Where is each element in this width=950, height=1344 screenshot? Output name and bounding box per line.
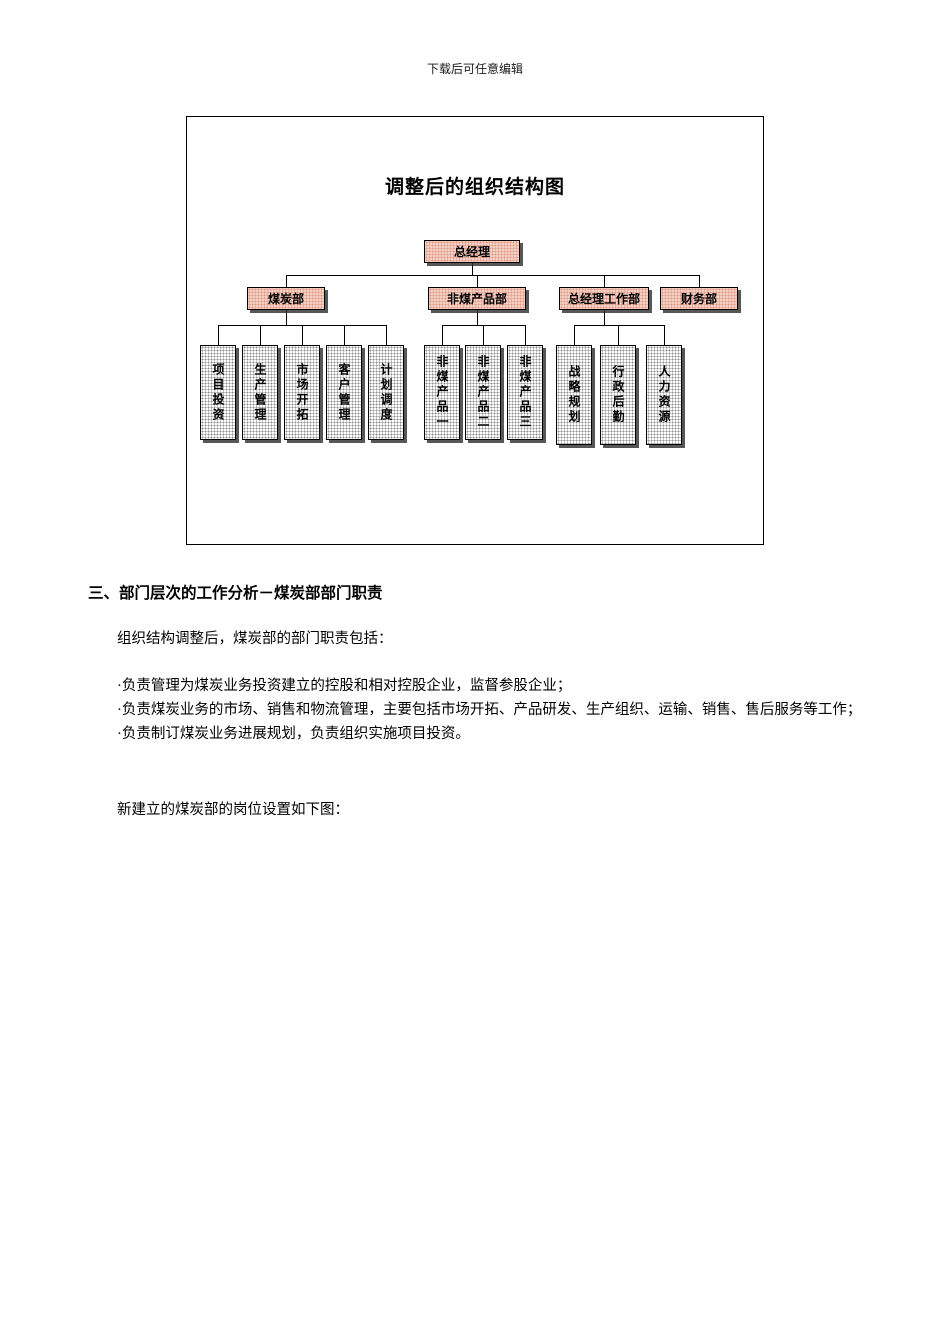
connector-line: [286, 310, 287, 325]
duty-item: ·负责制订煤炭业务进展规划，负责组织实施项目投资。: [117, 726, 470, 742]
connector-line: [218, 325, 387, 326]
org-node-sub-unit: 计划调度: [368, 345, 404, 440]
org-node-noncoal-dept: 非煤产品部: [428, 287, 526, 310]
header-note: 下载后可任意编辑: [426, 62, 523, 76]
connector-line: [477, 310, 478, 325]
org-node-general-manager: 总经理: [424, 240, 520, 263]
connector-line: [386, 326, 387, 345]
org-chart-title: 调整后的组织结构图: [384, 177, 565, 198]
org-node-sub-unit: 客户管理: [326, 345, 362, 440]
org-chart-frame: [186, 116, 764, 545]
connector-line: [525, 326, 526, 345]
org-node-finance-dept: 财务部: [660, 287, 738, 310]
connector-line: [442, 325, 526, 326]
connector-line: [477, 276, 478, 287]
section-intro: 组织结构调整后，煤炭部的部门职责包括：: [117, 631, 393, 647]
org-node-sub-unit: 非煤产品二: [465, 345, 501, 440]
org-node-sub-unit: 非煤产品一: [424, 345, 460, 440]
connector-line: [260, 326, 261, 345]
org-node-coal-dept: 煤炭部: [247, 287, 325, 310]
org-node-gm-office-dept: 总经理工作部: [559, 287, 649, 310]
connector-line: [286, 275, 700, 276]
connector-line: [618, 326, 619, 345]
section-heading: 三、部门层次的工作分析－煤炭部部门职责: [88, 585, 383, 602]
org-node-sub-unit: 人力资源: [646, 345, 682, 445]
org-node-sub-unit: 项目投资: [200, 345, 236, 440]
org-node-sub-unit: 市场开拓: [284, 345, 320, 440]
connector-line: [344, 326, 345, 345]
org-node-sub-unit: 行政后勤: [600, 345, 636, 445]
connector-line: [699, 276, 700, 287]
duties-list: ·负责管理为煤炭业务投资建立的控股和相对控股企业，监督参股企业； ·负责煤炭业务…: [88, 674, 866, 746]
connector-line: [286, 276, 287, 287]
connector-line: [472, 263, 473, 276]
connector-line: [604, 276, 605, 287]
connector-line: [574, 325, 665, 326]
section-closing: 新建立的煤炭部的岗位设置如下图：: [117, 802, 349, 818]
connector-line: [302, 326, 303, 345]
org-node-sub-unit: 战略规划: [556, 345, 592, 445]
connector-line: [218, 326, 219, 345]
org-node-sub-unit: 生产管理: [242, 345, 278, 440]
connector-line: [664, 326, 665, 345]
duty-item: ·负责管理为煤炭业务投资建立的控股和相对控股企业，监督参股企业；: [117, 678, 572, 694]
connector-line: [574, 326, 575, 345]
connector-line: [604, 310, 605, 325]
org-node-sub-unit: 非煤产品三: [507, 345, 543, 440]
duty-item: ·负责煤炭业务的市场、销售和物流管理，主要包括市场开拓、产品研发、生产组织、运输…: [117, 702, 862, 718]
connector-line: [442, 326, 443, 345]
connector-line: [483, 326, 484, 345]
